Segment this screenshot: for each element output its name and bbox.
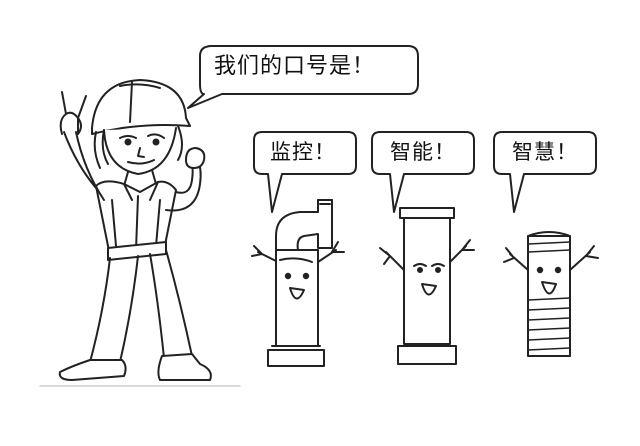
pipe-character-elbow [251,199,345,367]
right-shoe [157,353,212,381]
left-shoe [58,359,127,381]
speech-bubble-pipe1 [253,131,357,213]
speech-bubble-main [187,45,419,109]
pipe2-speech-text: 智能！ [390,140,456,164]
main-slogan-text: 我们的口号是！ [214,54,376,79]
speech-bubble-pipe2 [371,131,475,213]
fist [185,147,206,169]
pipe-character-threaded [503,231,599,357]
v-sign-hand [59,91,87,135]
pipe1-speech-text: 监控！ [270,140,336,164]
hard-hat [91,79,191,135]
worker-figure [58,79,212,381]
speech-bubble-pipe3 [493,131,597,213]
pipe-character-straight [379,207,475,365]
pipe3-speech-text: 智慧！ [512,140,578,164]
